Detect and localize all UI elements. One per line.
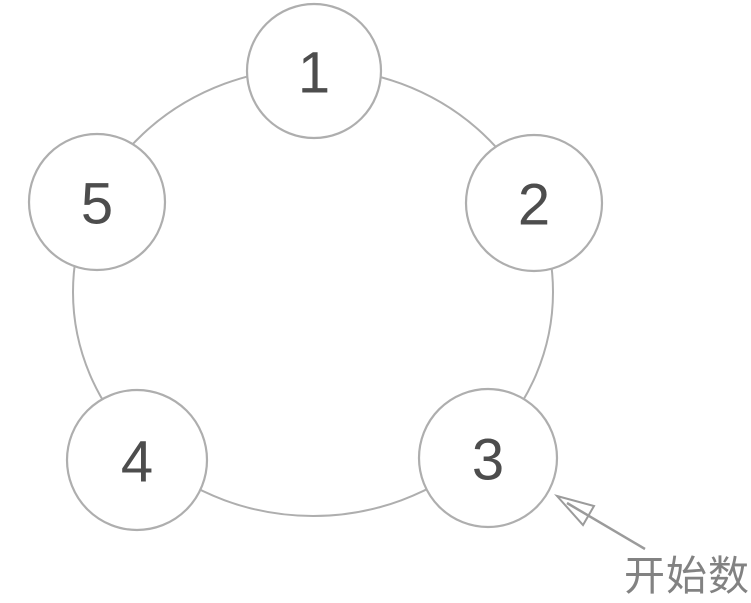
node-5: 5	[27, 132, 167, 272]
start-counting-label: 开始数	[624, 552, 750, 600]
node-1-label: 1	[298, 41, 330, 106]
node-2: 2	[464, 133, 604, 273]
node-1-circle	[245, 2, 383, 140]
node-3: 3	[417, 387, 559, 529]
node-3-label: 3	[472, 428, 504, 493]
node-2-circle	[464, 133, 604, 273]
node-2-label: 2	[518, 173, 550, 238]
start-arrow	[554, 494, 646, 551]
node-1: 1	[245, 2, 383, 140]
node-4-label: 4	[121, 430, 153, 495]
arrow-shaft	[566, 501, 646, 551]
node-3-circle	[417, 387, 559, 529]
node-5-label: 5	[81, 172, 113, 237]
node-5-circle	[27, 132, 167, 272]
node-4-circle	[65, 388, 209, 532]
arrow-head-icon	[554, 494, 596, 527]
node-4: 4	[65, 388, 209, 532]
